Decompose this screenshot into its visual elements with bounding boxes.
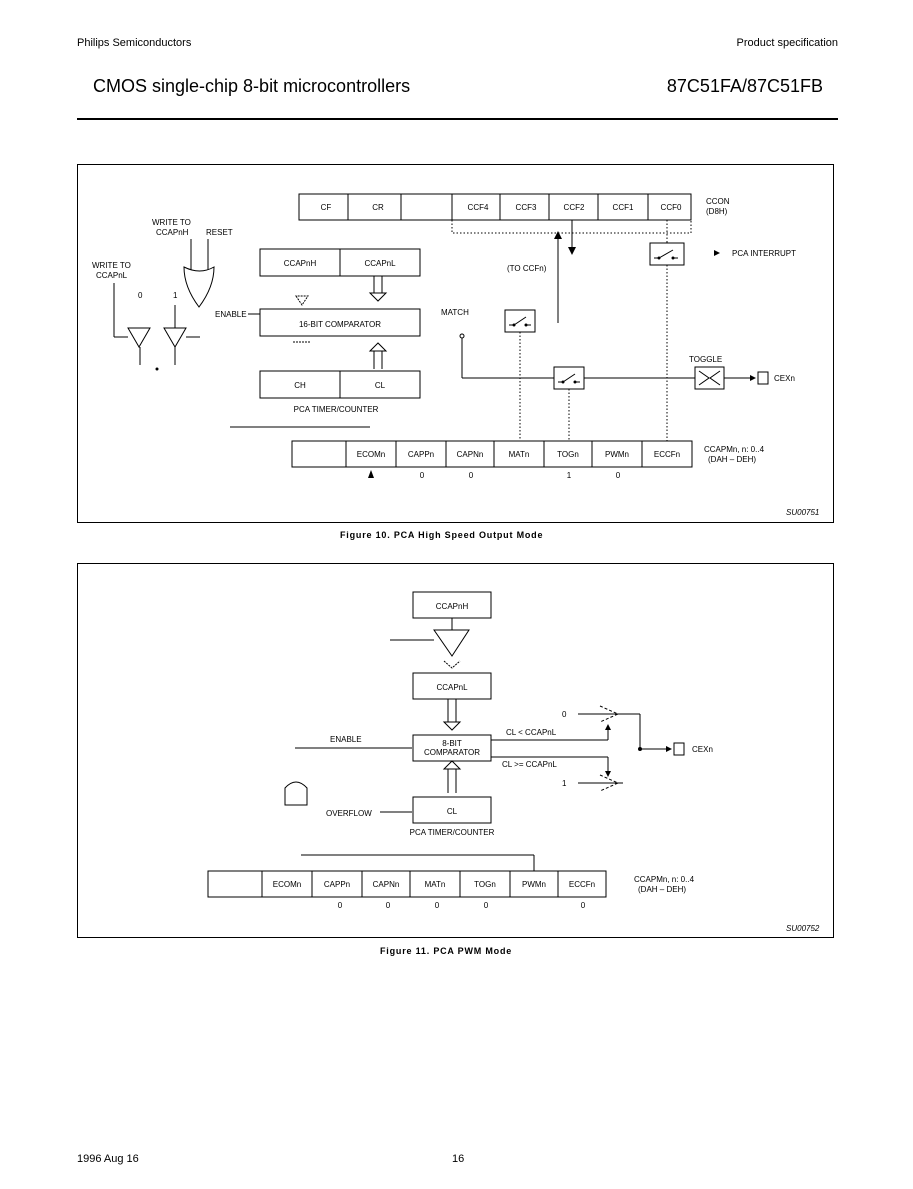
ccapm-cell: ECOMn xyxy=(273,880,301,889)
ccon-cell: CR xyxy=(372,203,384,212)
ccon-cell: CCF0 xyxy=(661,203,682,212)
cl-label-fig11: CL xyxy=(447,807,458,816)
cl-ge-label: CL >= CCAPnL xyxy=(502,760,557,769)
ccon-addr: (D8H) xyxy=(706,207,728,216)
comparator-line2: COMPARATOR xyxy=(424,748,480,757)
figure-11-caption: Figure 11. PCA PWM Mode xyxy=(380,946,513,956)
ccapm-cell: CAPPn xyxy=(324,880,350,889)
bit-zero: 0 xyxy=(138,291,143,300)
reset-label: RESET xyxy=(206,228,233,237)
figure-11-diagram: CCAPnH CCAPnL ENABLE 8-BIT COMPARATOR OV… xyxy=(207,591,820,933)
comparator-8bit xyxy=(412,734,492,762)
ccapl-box-fig11 xyxy=(412,672,492,700)
doc-type: Product specification xyxy=(736,37,839,49)
ccapl-label: CCAPnL xyxy=(364,259,396,268)
cl-box-fig11 xyxy=(412,796,492,824)
write-ccaph-label-2: CCAPnH xyxy=(156,228,189,237)
ccapm-cell: ECOMn xyxy=(357,450,385,459)
enable-label: ENABLE xyxy=(215,310,247,319)
cl-label: CL xyxy=(375,381,386,390)
ccon-cell: CCF4 xyxy=(468,203,489,212)
ccon-label: CCON xyxy=(706,197,730,206)
ccapl-label-fig11: CCAPnL xyxy=(436,683,468,692)
bit-one-fig11: 1 xyxy=(562,779,567,788)
ccapm-cell: CAPPn xyxy=(408,450,434,459)
comparator-line1: 8-BIT xyxy=(442,739,462,748)
timer-label-fig11: PCA TIMER/COUNTER xyxy=(410,828,495,837)
ch-label: CH xyxy=(294,381,306,390)
ccapm-label: CCAPMn, n: 0..4 xyxy=(704,445,765,454)
ccapm-cell: CAPNn xyxy=(457,450,484,459)
ccaph-label-fig11: CCAPnH xyxy=(436,602,469,611)
bit-value: 0 xyxy=(581,901,586,910)
ccapm-cell: PWMn xyxy=(605,450,629,459)
part-numbers: 87C51FA/87C51FB xyxy=(666,76,823,96)
enable-label-fig11: ENABLE xyxy=(330,735,362,744)
ccapm-cell: MATn xyxy=(509,450,530,459)
bit-value: 0 xyxy=(420,471,425,480)
bit-value: 0 xyxy=(338,901,343,910)
figure-10-caption: Figure 10. PCA High Speed Output Mode xyxy=(340,530,544,540)
write-ccaph-label-1: WRITE TO xyxy=(152,218,191,227)
header-rule xyxy=(77,118,838,120)
ccon-cell: CCF2 xyxy=(564,203,585,212)
figure-10-diagram: CF CR CCF4 CCF3 CCF2 CCF1 CCF0 CCON (D8H… xyxy=(92,193,819,517)
or-gate xyxy=(183,266,215,308)
ccapm-cell: ECCFn xyxy=(569,880,595,889)
ccapm-addr: (DAH – DEH) xyxy=(708,455,756,464)
ccapm-cell: TOGn xyxy=(474,880,496,889)
ccapm-addr-fig11: (DAH – DEH) xyxy=(638,885,686,894)
ccapm-register-fig10: ECOMn CAPPn CAPNn MATn TOGn PWMn ECCFn xyxy=(291,440,693,468)
bit-zero-fig11: 0 xyxy=(562,710,567,719)
ccapm-register-fig11: ECOMn CAPPn CAPNn MATn TOGn PWMn ECCFn xyxy=(207,870,607,898)
ccon-cell: CCF3 xyxy=(516,203,537,212)
figure-code-fig11: SU00752 xyxy=(786,924,820,933)
figure-code: SU00751 xyxy=(786,508,819,517)
bit-value: 1 xyxy=(567,471,572,480)
ccon-cell: CF xyxy=(321,203,332,212)
match-label: MATCH xyxy=(441,308,469,317)
footer-date: 1996 Aug 16 xyxy=(77,1153,139,1165)
comparator-16bit xyxy=(259,308,421,337)
bit-value: 0 xyxy=(469,471,474,480)
buffer-left xyxy=(127,327,151,348)
comparator-label: 16-BIT COMPARATOR xyxy=(299,320,381,329)
ccon-cell: CCF1 xyxy=(613,203,634,212)
cexn-label-fig11: CEXn xyxy=(692,745,713,754)
cexn-label: CEXn xyxy=(774,374,795,383)
cl-lt-label: CL < CCAPnL xyxy=(506,728,557,737)
write-ccapl-label-1: WRITE TO xyxy=(92,261,131,270)
page-title: CMOS single-chip 8-bit microcontrollers xyxy=(93,76,411,96)
bit-one: 1 xyxy=(173,291,178,300)
overflow-label: OVERFLOW xyxy=(326,809,372,818)
bit-value: 0 xyxy=(386,901,391,910)
ccapm-label-fig11: CCAPMn, n: 0..4 xyxy=(634,875,695,884)
buffer-fig11 xyxy=(433,629,470,657)
write-ccapl-label-2: CCAPnL xyxy=(96,271,128,280)
bit-value: 0 xyxy=(616,471,621,480)
figure-11-frame: CCAPnH CCAPnL ENABLE 8-BIT COMPARATOR OV… xyxy=(77,563,834,938)
pca-interrupt-label: PCA INTERRUPT xyxy=(732,249,796,258)
ccapm-cell: PWMn xyxy=(522,880,546,889)
arch-shape xyxy=(284,781,308,806)
buffer-right xyxy=(163,327,187,348)
ccapm-cell: MATn xyxy=(425,880,446,889)
to-ccfn-label: (TO CCFn) xyxy=(507,264,547,273)
ccapm-cell: ECCFn xyxy=(654,450,680,459)
ccapm-cell: TOGn xyxy=(557,450,579,459)
cexn-pin-fig10 xyxy=(757,371,769,385)
toggle-label: TOGGLE xyxy=(689,355,722,364)
page-number: 16 xyxy=(452,1153,465,1165)
ccon-register: CF CR CCF4 CCF3 CCF2 CCF1 CCF0 xyxy=(298,193,692,221)
figure-10-frame: CF CR CCF4 CCF3 CCF2 CCF1 CCF0 CCON (D8H… xyxy=(77,164,834,523)
bit-value: 0 xyxy=(435,901,440,910)
bit-value: 0 xyxy=(484,901,489,910)
ccapm-cell: CAPNn xyxy=(373,880,400,889)
ccaph-box-fig11 xyxy=(412,591,492,619)
company-name: Philips Semiconductors xyxy=(77,37,192,49)
cexn-pin-fig11 xyxy=(673,742,685,756)
ccaph-label: CCAPnH xyxy=(284,259,317,268)
timer-label: PCA TIMER/COUNTER xyxy=(294,405,379,414)
